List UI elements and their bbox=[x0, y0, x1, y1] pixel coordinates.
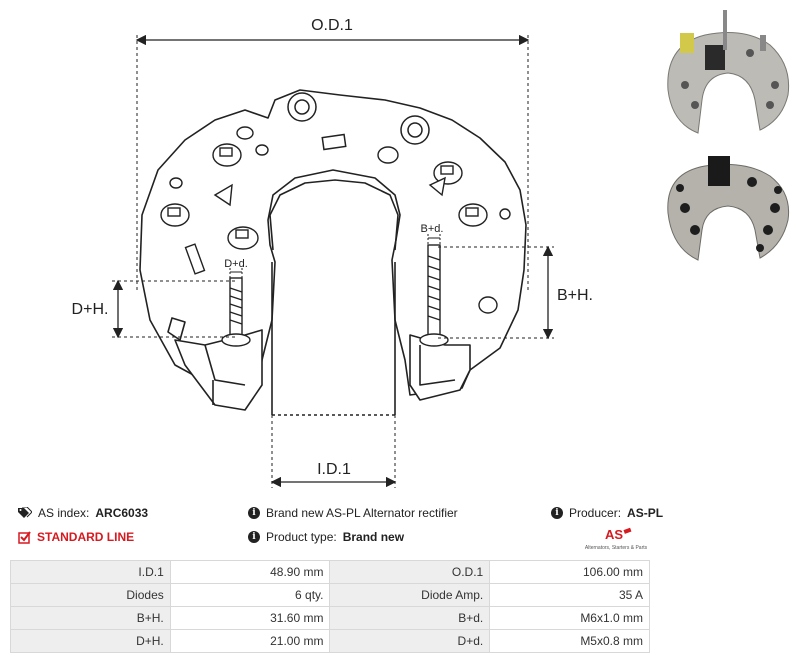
info-icon: i bbox=[248, 507, 260, 519]
spec-value: 48.90 mm bbox=[169, 560, 331, 584]
center-slot bbox=[271, 262, 396, 416]
spec-value: 106.00 mm bbox=[489, 560, 650, 584]
dh-dimension: D+H. bbox=[72, 279, 238, 339]
id-label: I.D.1 bbox=[317, 461, 351, 478]
logo-text: AS bbox=[605, 527, 623, 542]
bolts bbox=[221, 244, 449, 347]
as-index-value: ARC6033 bbox=[95, 506, 149, 520]
spec-label: Diode Amp. bbox=[329, 583, 491, 607]
tag-icon bbox=[18, 507, 32, 518]
logo-subtitle: Alternators, Starters & Parts bbox=[585, 545, 648, 551]
product-type-label: Product type: bbox=[266, 530, 337, 544]
od-label: O.D.1 bbox=[311, 17, 353, 34]
brand-new-info: i Brand new AS-PL Alternator rectifier bbox=[248, 506, 458, 520]
as-index: AS index: ARC6033 bbox=[18, 506, 148, 520]
technical-drawing: O.D.1 bbox=[72, 17, 593, 488]
bh-dimension: B+H. bbox=[438, 245, 593, 340]
spec-value: 21.00 mm bbox=[169, 629, 331, 653]
od-dimension: O.D.1 bbox=[135, 17, 530, 290]
bd-label: B+d. bbox=[421, 223, 444, 235]
spec-value: 35 A bbox=[489, 583, 650, 607]
spec-label: B+H. bbox=[10, 606, 171, 630]
info-icon: i bbox=[248, 531, 260, 543]
dd-label: D+d. bbox=[224, 258, 248, 270]
spec-label: Diodes bbox=[10, 583, 171, 607]
brand-new-text: Brand new AS-PL Alternator rectifier bbox=[266, 506, 458, 520]
top-studs bbox=[287, 92, 430, 151]
product-photo-bottom bbox=[667, 156, 790, 261]
as-index-label: AS index: bbox=[38, 506, 90, 520]
spec-value: 6 qty. bbox=[169, 583, 331, 607]
as-pl-logo: AS Alternators, Starters & Parts bbox=[585, 527, 648, 551]
producer-info: i Producer: AS-PL bbox=[551, 506, 663, 520]
diodes bbox=[160, 126, 511, 314]
spec-value: M5x0.8 mm bbox=[489, 629, 650, 653]
spec-label: D+d. bbox=[329, 629, 491, 653]
bd-dimension: B+d. bbox=[421, 223, 444, 247]
spec-label: O.D.1 bbox=[329, 560, 491, 584]
dd-dimension: D+d. bbox=[224, 258, 248, 280]
info-icon: i bbox=[551, 507, 563, 519]
dh-label: D+H. bbox=[72, 301, 109, 318]
product-type-info: i Product type: Brand new bbox=[248, 530, 404, 544]
spec-label: I.D.1 bbox=[10, 560, 171, 584]
id-dimension: I.D.1 bbox=[270, 415, 397, 488]
standard-line-label: STANDARD LINE bbox=[37, 530, 135, 544]
bh-label: B+H. bbox=[557, 287, 593, 304]
spec-value: 31.60 mm bbox=[169, 606, 331, 630]
product-photo-top bbox=[667, 10, 790, 134]
spec-label: D+H. bbox=[10, 629, 171, 653]
product-type-value: Brand new bbox=[342, 530, 405, 544]
standard-line: STANDARD LINE bbox=[18, 530, 134, 544]
checkbox-icon bbox=[18, 530, 31, 544]
producer-label: Producer: bbox=[569, 506, 622, 520]
producer-value: AS-PL bbox=[627, 506, 664, 520]
spec-label: B+d. bbox=[329, 606, 491, 630]
spec-value: M6x1.0 mm bbox=[489, 606, 650, 630]
